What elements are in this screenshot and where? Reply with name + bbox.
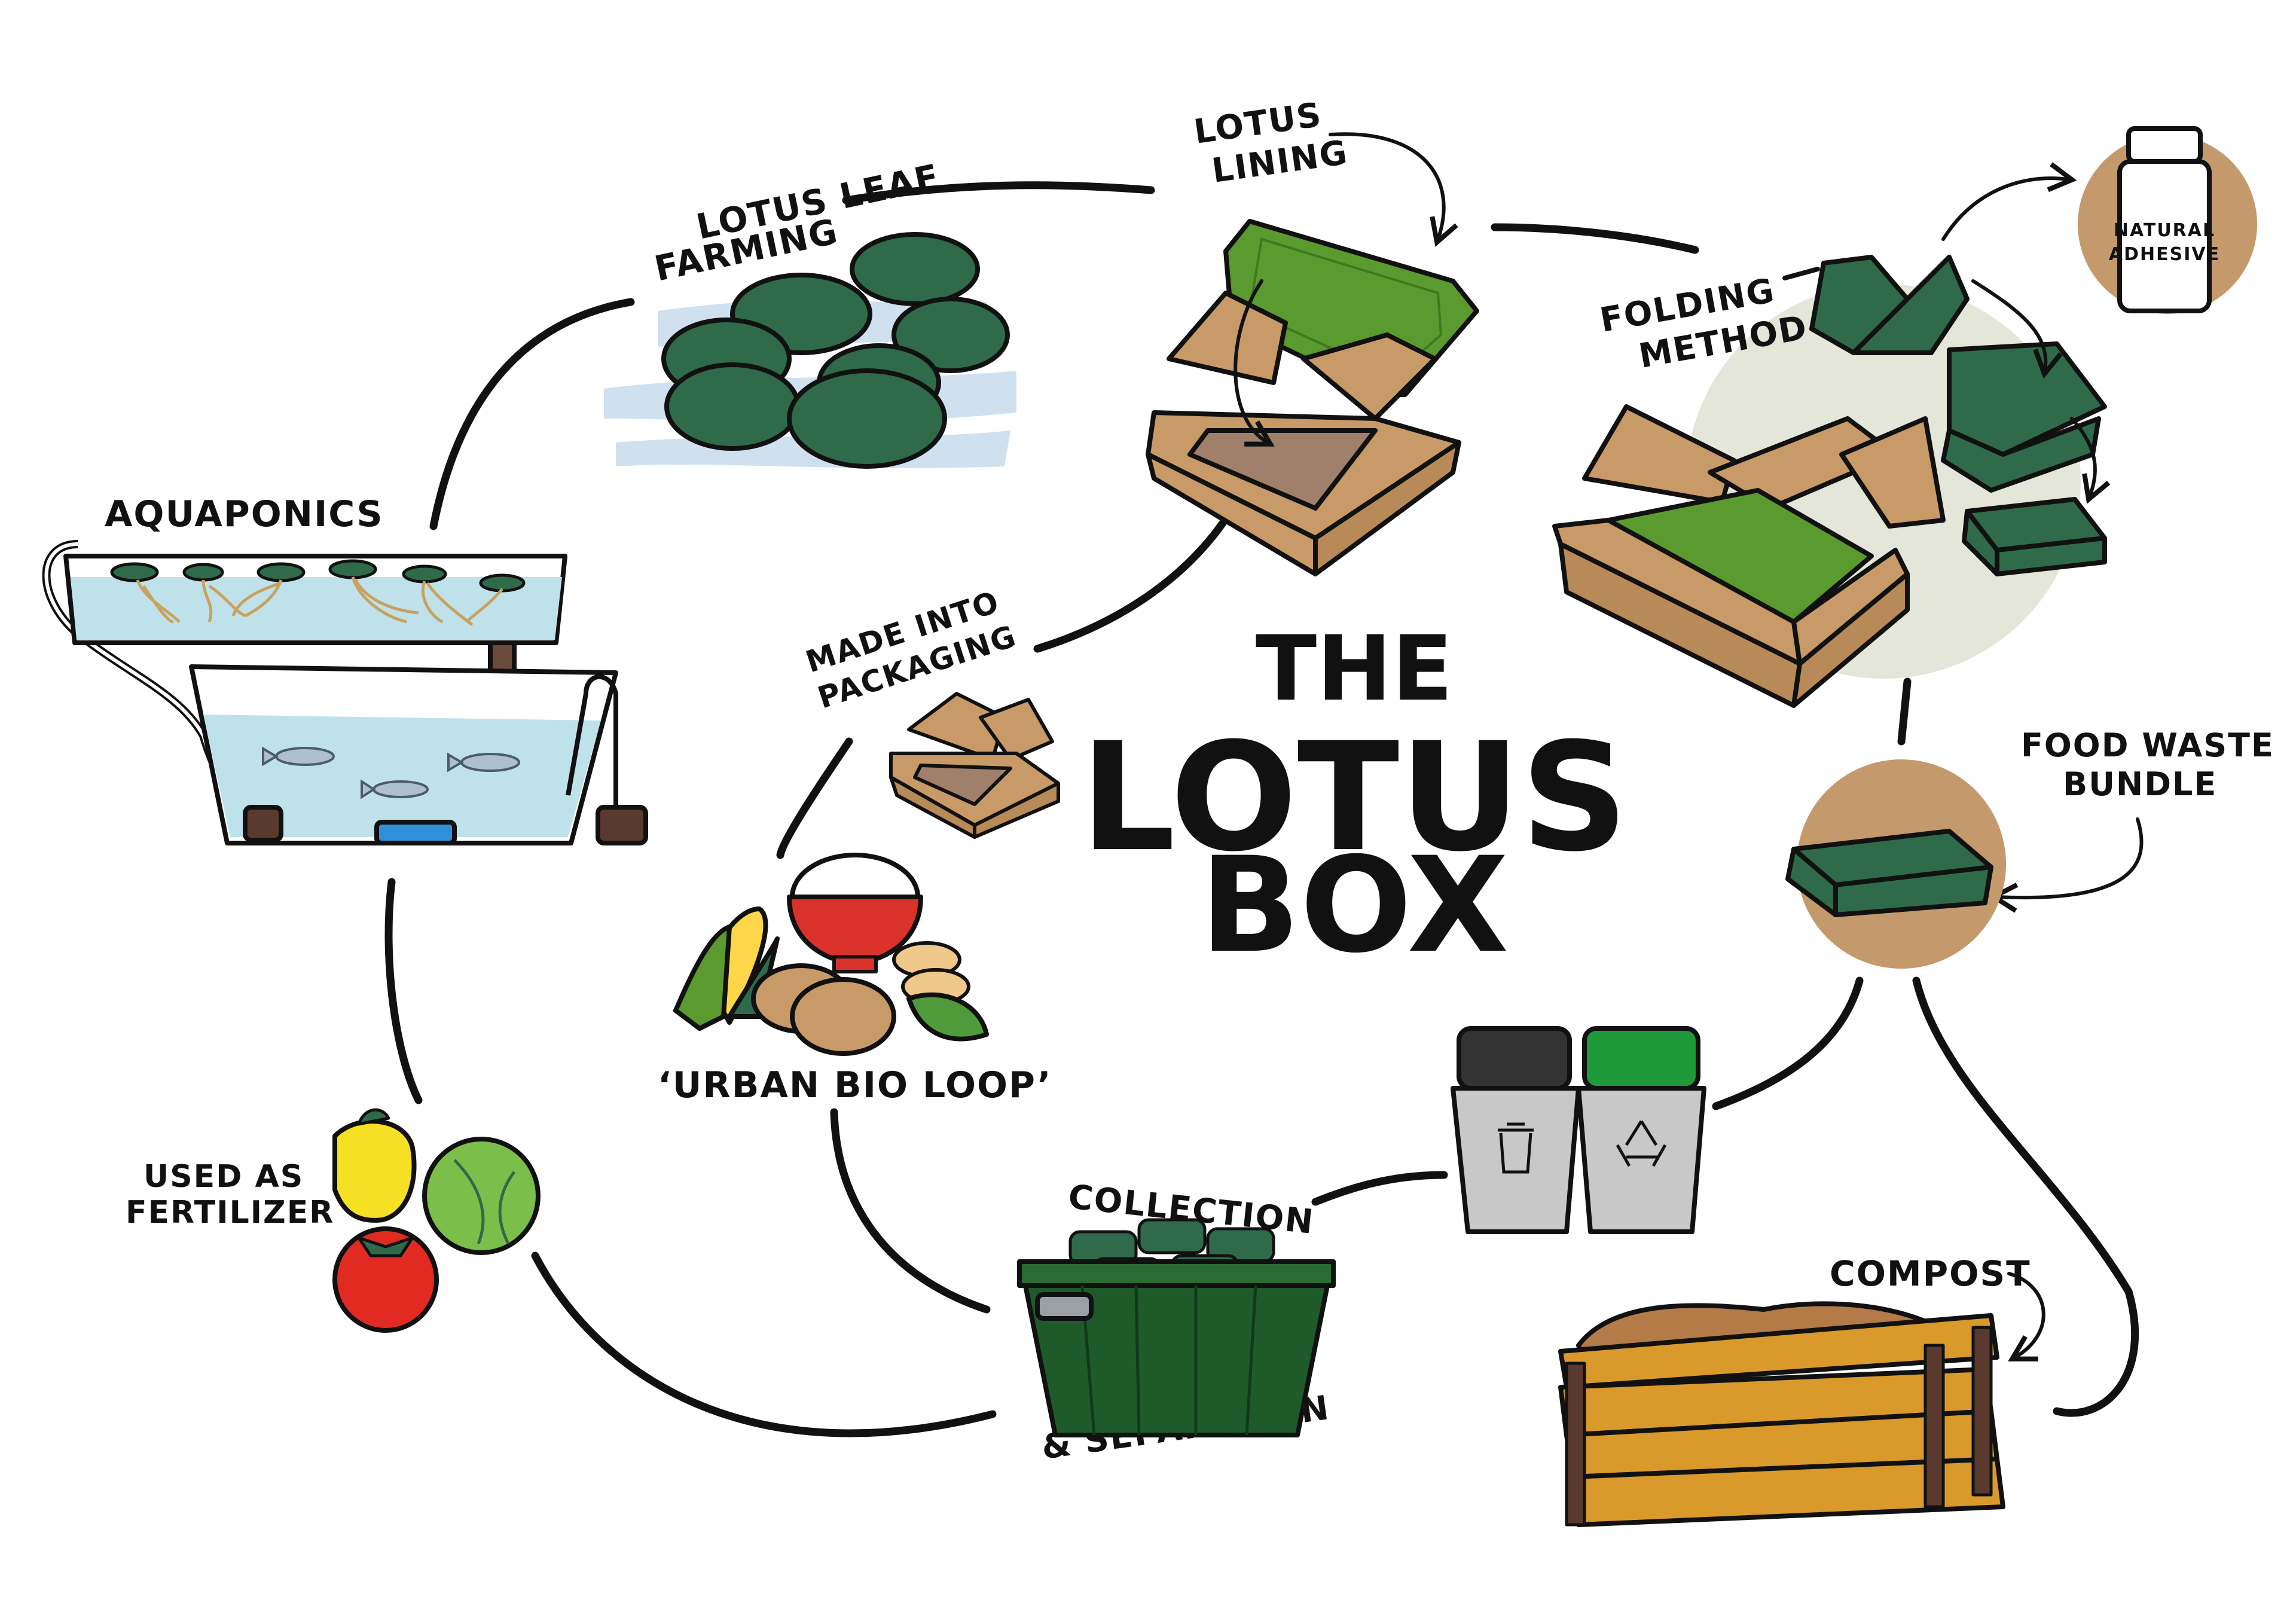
fold-step-1 [1809, 255, 1970, 355]
title-lotus: LOTUS [1080, 710, 1629, 884]
crate-posts [1565, 1326, 1993, 1527]
connector-bundle-compost [1912, 976, 2139, 1417]
connector-urban-collection [830, 1108, 991, 1314]
trash-icon [1498, 1122, 1534, 1174]
rice-bowl [787, 853, 923, 973]
connector-lining-folding [1491, 223, 1699, 254]
connector-bundle-bins [1712, 976, 1864, 1110]
fold-arrow-1 [1971, 279, 2063, 379]
label-food-waste-bundle-1: FOOD WASTE [2021, 726, 2274, 764]
small-kraft-box [889, 692, 1060, 839]
label-urban-bio-loop: ‘URBAN BIO LOOP’ [658, 1064, 1052, 1106]
yellow-pepper [332, 1108, 417, 1223]
connector-farming-lining [842, 181, 1155, 204]
cabbage [422, 1137, 541, 1255]
waste-bins [1451, 1026, 1706, 1234]
connector-lining-packaging [1033, 510, 1233, 653]
fold-step-2 [1941, 341, 2107, 493]
title-the: THE [1256, 617, 1453, 721]
connector-fertilizer-collection [531, 1251, 997, 1437]
kraft-box-open [1146, 279, 1461, 576]
label-aquaponics: AQUAPONICS [105, 493, 384, 535]
fish [262, 746, 520, 799]
lotus-leaf-farming: LOTUS LEAF FARMING [604, 156, 1016, 469]
food-waste-bundle: FOOD WASTE BUNDLE [1785, 726, 2274, 969]
natural-adhesive: NATURAL ADHESIVE [1941, 126, 2257, 314]
title-block: THE LOTUS BOX [1080, 617, 1629, 982]
recycling-bin [1576, 1026, 1706, 1234]
grow-bed-roots [136, 576, 503, 626]
food-waste-arrow [1989, 817, 2144, 913]
green-leaf [906, 992, 989, 1042]
compost: COMPOST [1558, 1253, 2045, 1527]
urban-bio-loop: ‘URBAN BIO LOOP’ [658, 853, 1052, 1106]
label-used-as-fertilizer-2: FERTILIZER [126, 1195, 334, 1231]
lining-into-box-arrow [1234, 279, 1275, 447]
compost-arrow [2007, 1272, 2045, 1362]
connector-aquaponics-farming [429, 298, 635, 530]
made-into-packaging: MADE INTO PACKAGING [802, 584, 1060, 839]
label-natural-adhesive-1: NATURAL [2114, 220, 2215, 241]
pump-center [374, 820, 457, 845]
connector-bins-collection [1311, 1171, 1448, 1206]
general-waste-bin [1451, 1026, 1581, 1234]
return-pipe [566, 674, 618, 807]
crate-rim [1017, 1259, 1336, 1288]
kraft-box-lined [1552, 404, 1946, 708]
lotus-lining: LOTUS LINING [1146, 96, 1479, 576]
potatoes [751, 963, 896, 1056]
fold-arrow-2 [2070, 417, 2111, 504]
crate-handle [1035, 1292, 1094, 1321]
pump-left [243, 805, 283, 842]
adhesive-arrow [1941, 162, 2077, 241]
connector-aquaponics-fertilizer [384, 878, 423, 1104]
lining-arrow [1329, 132, 1458, 247]
label-food-waste-bundle-2: BUNDLE [2063, 765, 2217, 803]
label-compost: COMPOST [1830, 1253, 2031, 1294]
folding-connector [1782, 267, 1820, 280]
label-natural-adhesive-2: ADHESIVE [2109, 244, 2220, 265]
flow-connectors [384, 181, 2139, 1437]
folding-method: FOLDING METHOD [1552, 255, 2111, 708]
tomato [332, 1226, 439, 1333]
crate-back [1558, 1313, 1999, 1390]
fish-tank-water [203, 715, 601, 837]
title-box: BOX [1200, 829, 1509, 982]
label-used-as-fertilizer-1: USED AS [144, 1159, 304, 1195]
bundle [1785, 829, 1993, 917]
collection-separation: COLLECTION & SEPARATION [1017, 1177, 1336, 1467]
adhesive-jar-lid [2126, 126, 2203, 164]
pump-right [596, 805, 648, 845]
corn [673, 906, 780, 1031]
fold-step-3 [1962, 497, 2107, 576]
used-as-fertilizer: USED AS FERTILIZER [126, 1108, 541, 1333]
adhesive-jar-body [2117, 159, 2212, 313]
grow-bed-water [71, 577, 562, 640]
crate-ribs [1080, 1285, 1257, 1436]
connector-packaging-urban [776, 737, 853, 859]
aquaponics: AQUAPONICS [42, 493, 648, 845]
lotus-pads [661, 232, 1010, 469]
recycle-icon [1616, 1120, 1667, 1167]
connector-folding-bundle [1897, 677, 1912, 746]
